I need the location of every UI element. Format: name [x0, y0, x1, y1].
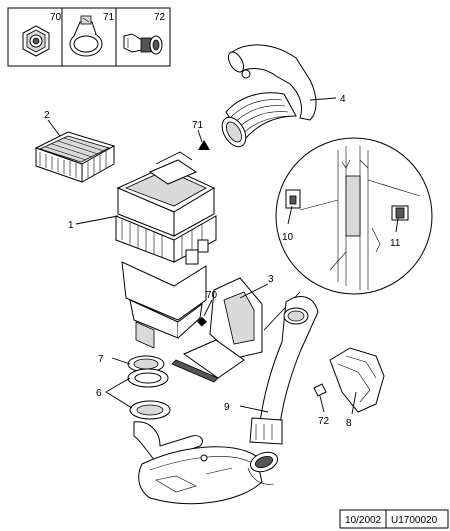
mounting-bracket [171, 277, 263, 383]
clamp-position-marker [198, 140, 210, 150]
nut-position-marker [197, 316, 207, 327]
rivet-position-marker [313, 383, 327, 397]
callout-3: 3 [268, 274, 274, 285]
resonator [133, 421, 279, 505]
intake-duct [221, 44, 317, 148]
hex-nut-icon [22, 25, 50, 57]
legend-box-72: 72 [115, 7, 171, 67]
air-filter-element [34, 131, 116, 183]
legend-box-71: 71 [61, 7, 117, 67]
clip-11 [391, 205, 409, 221]
flexible-pipe [249, 296, 319, 445]
callout-11: 11 [390, 238, 401, 249]
callout-9: 9 [224, 402, 230, 413]
legend-number-72: 72 [154, 12, 166, 23]
detail-view-circle [275, 137, 433, 295]
hose-clamp-icon [69, 15, 103, 57]
push-rivet-icon [123, 33, 163, 55]
air-filter-housing [115, 151, 217, 349]
callout-4: 4 [340, 94, 346, 105]
seal-6-lower [129, 400, 171, 420]
legend-box-70: 70 [7, 7, 63, 67]
callout-10: 10 [282, 232, 294, 243]
leader-lines [47, 97, 399, 415]
footer-reference: U1700020 [391, 515, 438, 526]
footer: 10/2002 U1700020 [339, 509, 449, 529]
callout-70: 70 [206, 290, 218, 301]
footer-date: 10/2002 [345, 515, 382, 526]
seal-7 [127, 355, 165, 373]
callout-8: 8 [346, 418, 352, 429]
legend-number-71: 71 [103, 12, 115, 23]
callout-1: 1 [68, 220, 74, 231]
seal-6-upper [127, 368, 169, 388]
heat-shield [329, 347, 385, 413]
legend-number-70: 70 [50, 12, 62, 23]
clip-10 [285, 189, 301, 209]
callout-6: 6 [96, 388, 102, 399]
callout-2: 2 [44, 110, 50, 121]
callout-72: 72 [318, 416, 330, 427]
callout-71: 71 [192, 120, 204, 131]
callout-7: 7 [98, 354, 104, 365]
